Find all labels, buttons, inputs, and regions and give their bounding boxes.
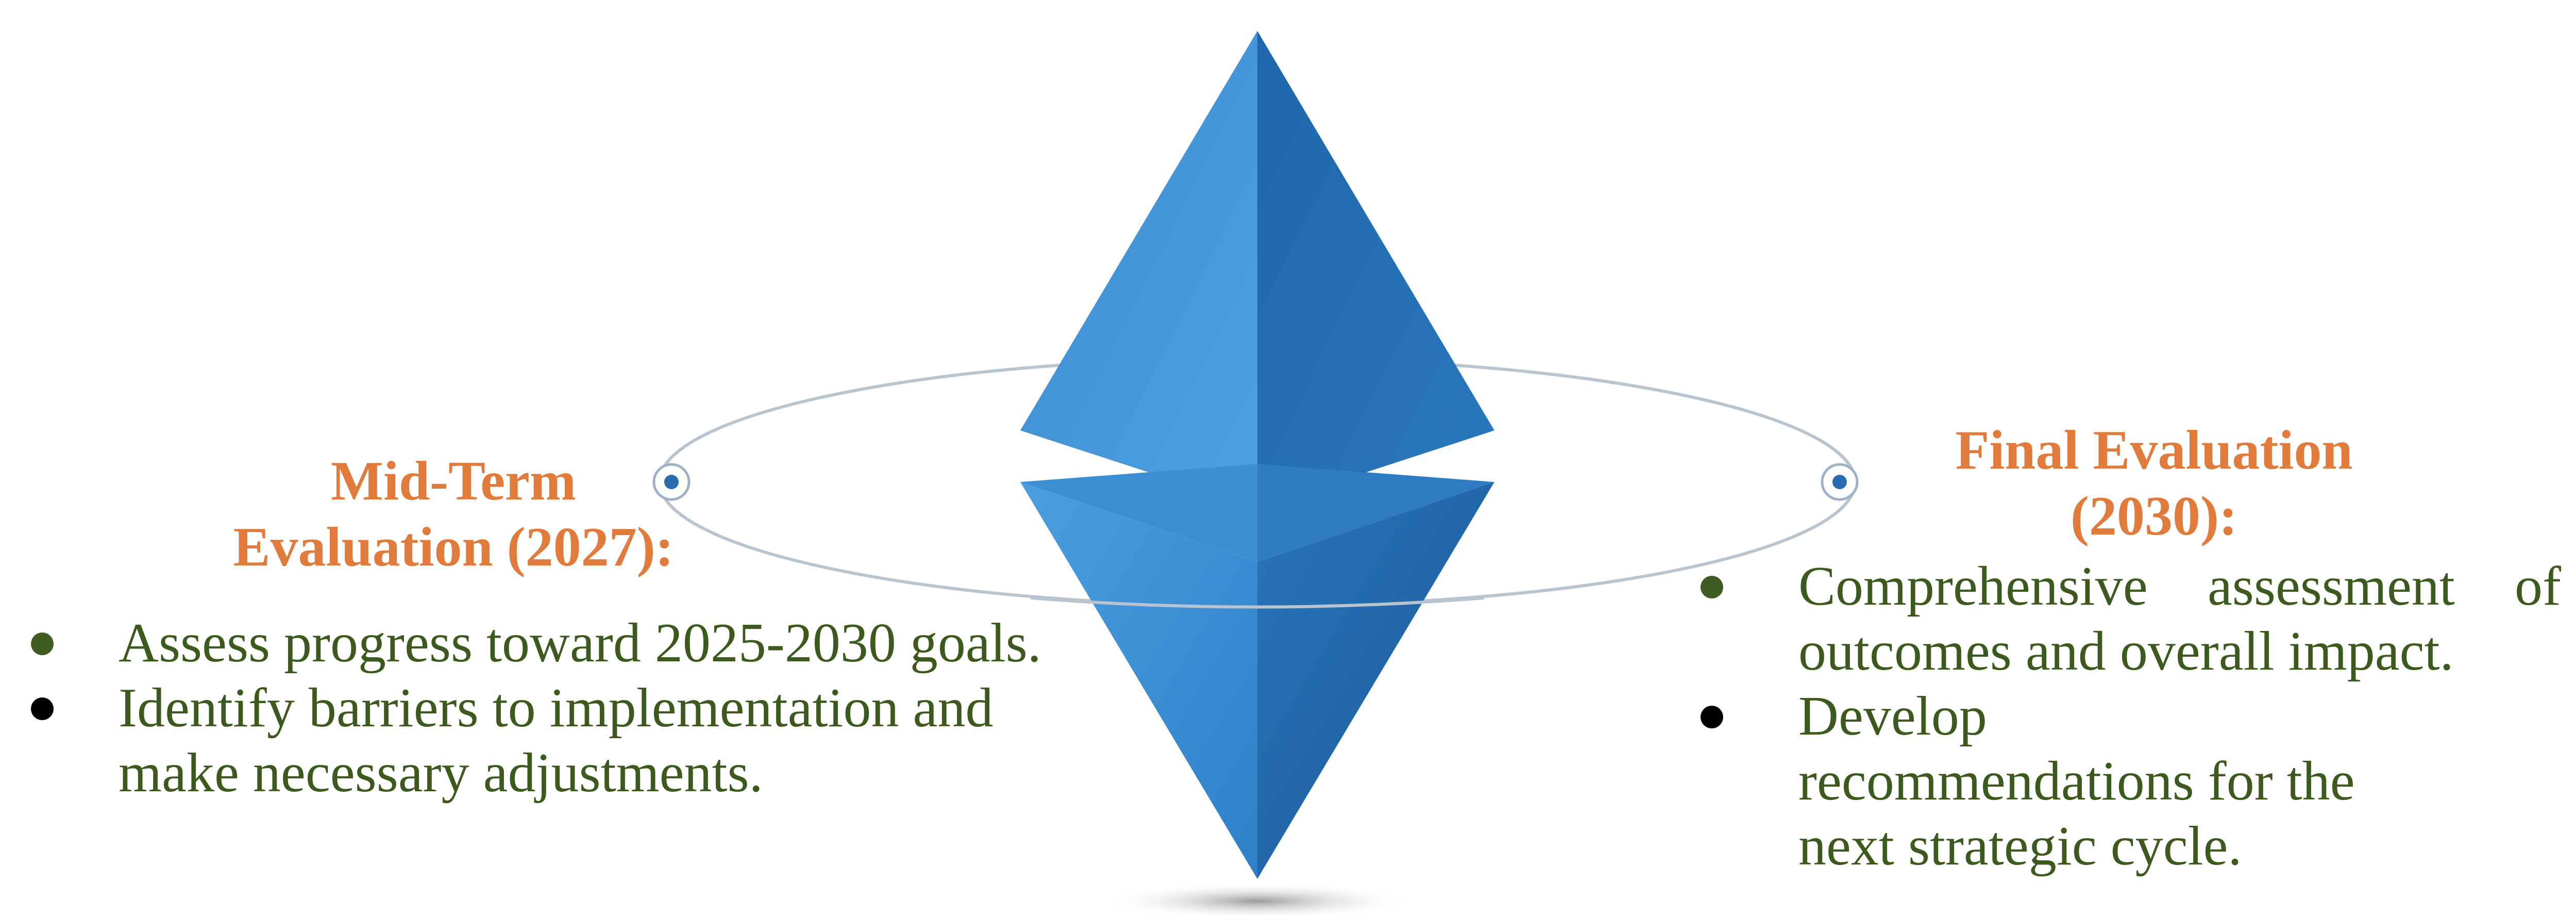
mid-term-bullet-2: Identify barriers to implementation and … bbox=[21, 676, 1072, 806]
black-bullet-icon bbox=[1701, 706, 1723, 728]
green-bullet-icon bbox=[31, 633, 54, 655]
mid-term-bullet-1-text: Assess progress toward 2025-2030 goals. bbox=[119, 612, 1041, 674]
mid-term-title-line2: Evaluation (2027): bbox=[233, 517, 674, 578]
mid-term-bullet-2-text: Identify barriers to implementation and … bbox=[119, 677, 994, 804]
final-bullet-1-line1: Comprehensive assessment of bbox=[1798, 556, 2561, 617]
mid-term-title-line1: Mid-Term bbox=[331, 451, 576, 512]
black-bullet-icon bbox=[31, 697, 54, 720]
final-bullet-list: Comprehensive assessment of outcomes and… bbox=[1685, 554, 2561, 879]
mid-term-bullet-list: Assess progress toward 2025-2030 goals. … bbox=[21, 611, 1103, 806]
mid-term-bullet-1: Assess progress toward 2025-2030 goals. bbox=[21, 611, 1103, 676]
green-bullet-icon bbox=[1701, 576, 1723, 598]
final-bullet-1: Comprehensive assessment of outcomes and… bbox=[1685, 554, 2561, 684]
final-title-line2: (2030): bbox=[2070, 486, 2237, 547]
final-bullet-1-line2: outcomes and overall impact. bbox=[1798, 621, 2454, 682]
right-orbit-node-icon bbox=[1821, 463, 1859, 501]
floor-shadow bbox=[1103, 883, 1412, 915]
final-bullet-2: Develop recommendations for the next str… bbox=[1685, 684, 2396, 879]
orbit-front-arc bbox=[1030, 596, 1485, 609]
final-title-line1: Final Evaluation bbox=[1955, 420, 2353, 481]
final-title: Final Evaluation (2030): bbox=[1850, 418, 2458, 550]
left-orbit-node-icon bbox=[652, 463, 691, 501]
diamond-icon bbox=[1020, 31, 1494, 879]
mid-term-title: Mid-Term Evaluation (2027): bbox=[196, 448, 711, 580]
final-bullet-2-text: Develop recommendations for the next str… bbox=[1798, 686, 2355, 877]
